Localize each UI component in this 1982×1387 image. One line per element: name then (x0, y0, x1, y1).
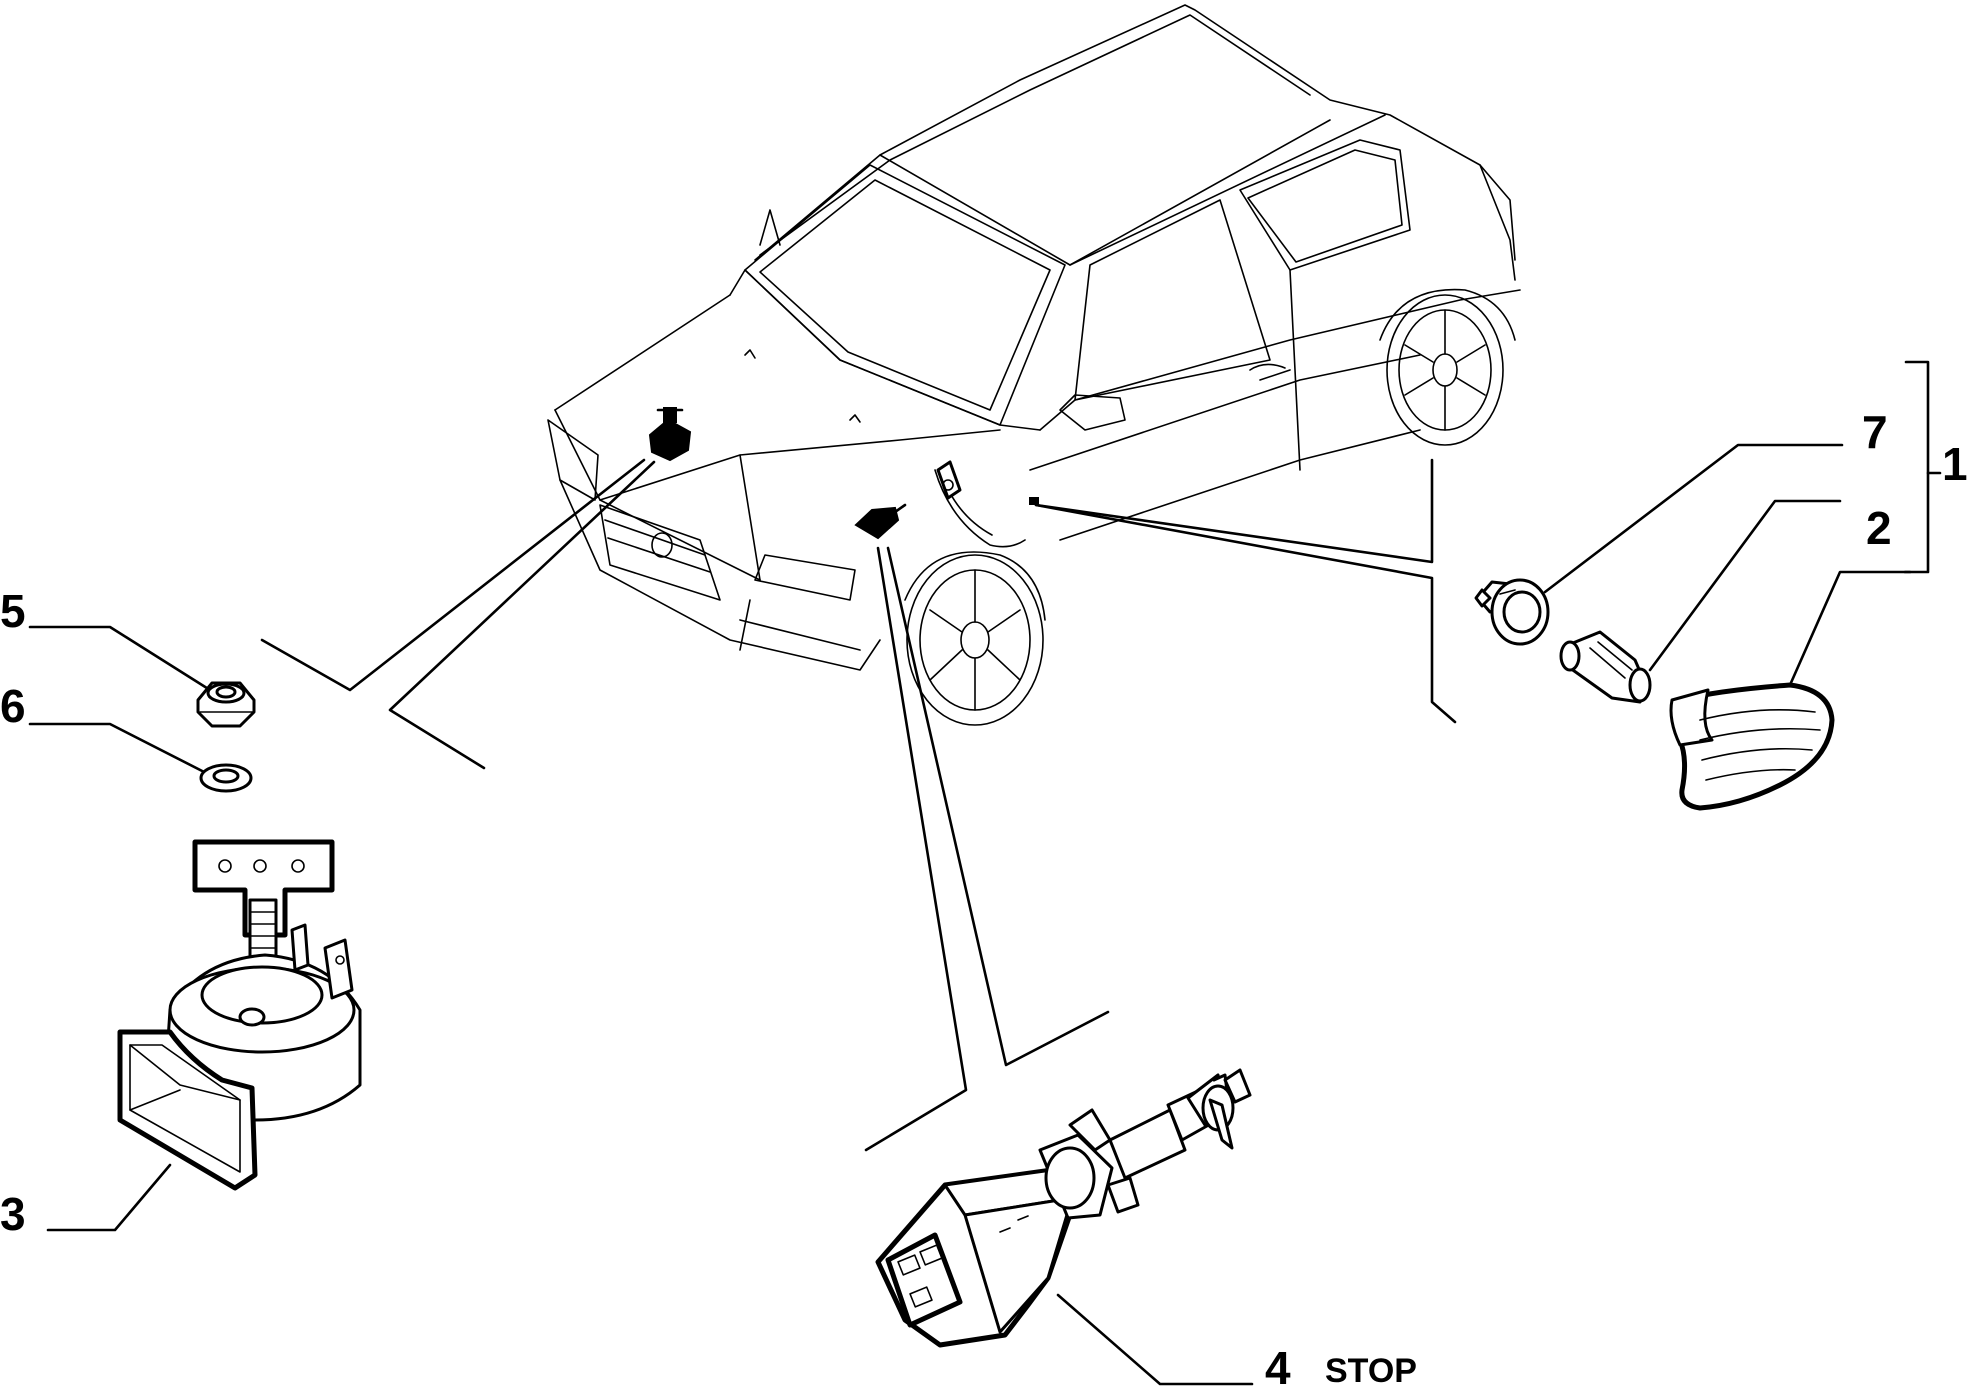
callout-1-label: 1 (1942, 438, 1968, 490)
car-illustration (547, 4, 1521, 726)
switch-on-car-icon (854, 503, 907, 540)
callout-6-label: 6 (0, 680, 26, 732)
callout-4-label: 4 (1265, 1342, 1291, 1387)
stop-label: STOP (1325, 1352, 1417, 1387)
stop-switch-part (875, 1068, 1252, 1348)
callout-2-label: 2 (1866, 502, 1892, 554)
side-repeater-lens-part (1669, 682, 1835, 811)
horn-on-car-icon (648, 407, 692, 462)
callout-5-label: 5 (0, 585, 26, 637)
callout-3-label: 3 (0, 1188, 26, 1240)
horn-part (117, 839, 362, 1191)
pedal-bracket-icon (936, 460, 962, 500)
bulb-holder-part (1474, 578, 1550, 646)
side-repeater-on-car-icon (1029, 497, 1039, 505)
callout-7-label: 7 (1862, 406, 1888, 458)
leader-lines (28, 360, 1942, 1386)
nut-part (196, 681, 256, 728)
bulb-part (1559, 630, 1652, 704)
callout-labels: 1 2 3 4 STOP 5 6 7 (0, 406, 1968, 1387)
washer-part (199, 763, 253, 793)
